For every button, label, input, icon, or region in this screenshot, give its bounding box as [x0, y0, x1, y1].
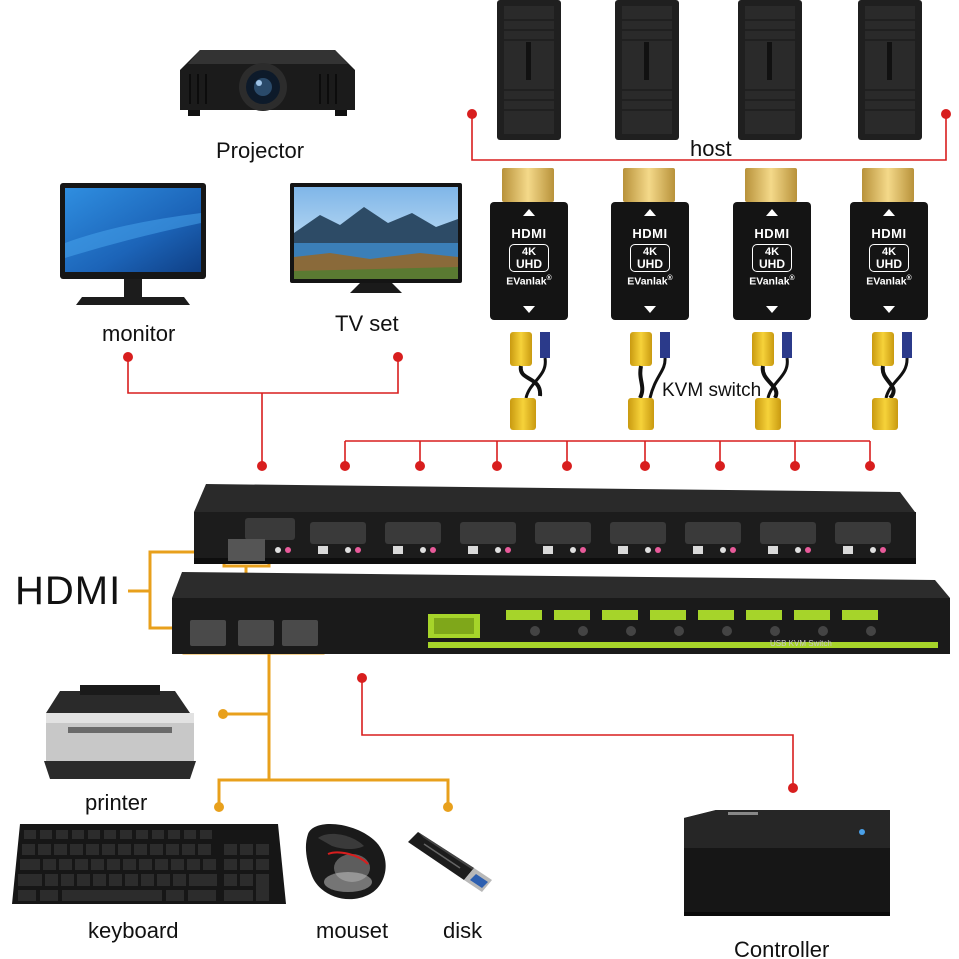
controller-label: Controller	[734, 937, 830, 959]
monitor-icon	[60, 183, 206, 305]
adapter-4-quality: UHD	[876, 257, 902, 271]
monitor-label: monitor	[102, 321, 176, 346]
host-tower-4	[858, 0, 922, 140]
adapter-4-logo: HDMI	[871, 226, 907, 241]
vga-cable-2	[628, 332, 670, 430]
rear-usb-ports	[318, 546, 853, 554]
kvm-caption: USB KVM Switch	[770, 639, 832, 648]
mouse-label: mouset	[316, 918, 389, 943]
adapter-3-logo: HDMI	[754, 226, 790, 241]
adapter-1-text: HDMI 4K UHD EVanlak®	[490, 226, 568, 288]
tv-set-label: TV set	[335, 311, 399, 336]
adapter-1-quality: UHD	[516, 257, 542, 271]
keyboard-label: keyboard	[88, 918, 179, 943]
adapter-2-res: 4K	[642, 246, 658, 258]
adapter-3-quality: UHD	[759, 257, 785, 271]
rear-audio-jacks	[275, 547, 886, 553]
host-computers	[497, 0, 922, 140]
display-output-dot	[257, 461, 267, 471]
keyboard-icon	[12, 824, 286, 904]
host-label: host	[690, 136, 732, 161]
hdmi-adapter-3	[733, 168, 811, 320]
adapter-4-maker: EVanlak	[866, 275, 907, 288]
vga-cable-1	[510, 332, 550, 430]
front-hdmi-ports	[190, 620, 318, 646]
tv-icon	[290, 183, 462, 293]
disk-dot	[443, 802, 453, 812]
adapter-3-text: HDMI 4K UHD EVanlak®	[733, 226, 811, 288]
adapter-4-reg: ®	[906, 275, 912, 282]
usb-disk-icon	[408, 832, 492, 892]
adapter-shapes	[490, 168, 928, 430]
printer-dot	[218, 709, 228, 719]
adapter-2-text: HDMI 4K UHD EVanlak®	[611, 226, 689, 288]
adapter-2-logo: HDMI	[632, 226, 668, 241]
adapter-3-maker: EVanlak	[749, 275, 790, 288]
hdmi-label: HDMI	[15, 569, 122, 613]
port-dot-8	[865, 461, 875, 471]
port-dot-6	[715, 461, 725, 471]
port-dot-2	[415, 461, 425, 471]
controller-dot-bottom	[788, 783, 798, 793]
disk-label: disk	[443, 918, 483, 943]
adapter-1-logo: HDMI	[511, 226, 547, 241]
hdmi-adapters: HDMI 4K UHD EVanlak® HDMI 4K UHD EVanlak…	[490, 166, 930, 436]
rear-hdmi-port	[228, 539, 265, 561]
adapter-2-reg: ®	[667, 275, 673, 282]
host-tower-1	[497, 0, 561, 140]
monitor-dot	[123, 352, 133, 362]
adapter-4-res: 4K	[881, 246, 897, 258]
adapter-1-res: 4K	[521, 246, 537, 258]
kvm-switch-device	[172, 484, 950, 654]
adapter-1-reg: ®	[546, 275, 552, 282]
port-dot-4	[562, 461, 572, 471]
display-connector-line	[127, 357, 399, 466]
projector-label: Projector	[216, 138, 305, 163]
hdmi-adapter-4	[850, 168, 928, 320]
vga-cable-3	[752, 332, 792, 430]
printer-icon	[44, 685, 196, 779]
port-dots	[340, 461, 875, 471]
port-dot-5	[640, 461, 650, 471]
controller-icon	[684, 810, 890, 916]
host-dot-left	[467, 109, 477, 119]
port-dot-3	[492, 461, 502, 471]
host-dot-right	[941, 109, 951, 119]
adapter-1-maker: EVanlak	[506, 275, 547, 288]
projector-icon	[180, 50, 355, 116]
host-tower-3	[738, 0, 802, 140]
kvm-switch-label: KVM switch	[662, 380, 762, 401]
adapter-3-reg: ®	[789, 275, 795, 282]
rear-port-groups	[245, 518, 891, 544]
keyboard-dot	[214, 802, 224, 812]
hdmi-adapter-1	[490, 168, 568, 320]
port-dot-7	[790, 461, 800, 471]
kvm-front-panel	[172, 572, 950, 654]
printer-label: printer	[85, 790, 148, 815]
mouse-icon	[305, 823, 386, 900]
vga-cable-4	[872, 332, 912, 430]
host-tower-2	[615, 0, 679, 140]
controller-connector-line	[361, 678, 794, 788]
front-select-buttons	[506, 610, 878, 636]
port-bus-line	[344, 440, 871, 466]
adapter-4-text: HDMI 4K UHD EVanlak®	[850, 226, 928, 288]
adapter-2-maker: EVanlak	[627, 275, 668, 288]
hdmi-adapter-2	[611, 168, 689, 320]
host-connector-line	[471, 114, 947, 161]
adapter-3-res: 4K	[764, 246, 780, 258]
kvm-rear-panel	[194, 484, 916, 564]
port-dot-1	[340, 461, 350, 471]
tv-dot	[393, 352, 403, 362]
controller-dot-top	[357, 673, 367, 683]
adapter-2-quality: UHD	[637, 257, 663, 271]
